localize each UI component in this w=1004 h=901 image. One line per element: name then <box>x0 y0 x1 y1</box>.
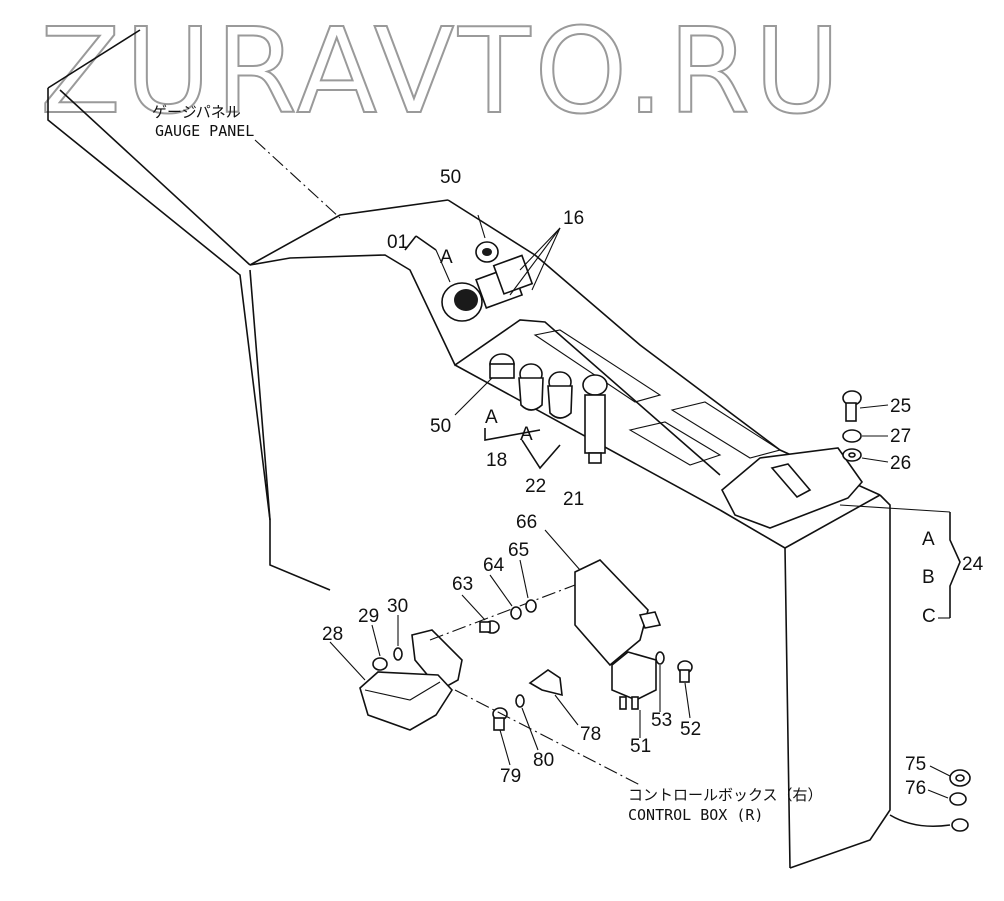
callout-30: 30 <box>387 596 408 617</box>
callout-labels: 01 A 50 16 50 A 18 A 22 21 25 27 26 A 24… <box>322 167 984 799</box>
callout-76: 76 <box>905 778 926 799</box>
ground-terminal <box>889 814 969 832</box>
callout-53: 53 <box>651 710 672 731</box>
callout-52: 52 <box>680 719 701 740</box>
cover-24 <box>720 447 961 619</box>
callout-51: 51 <box>630 736 651 757</box>
bracket-78 <box>528 669 579 726</box>
watermark-text: ZURAVTO.RU <box>40 2 844 140</box>
callout-16: 16 <box>563 208 584 229</box>
callout-A2: A <box>485 407 498 428</box>
callout-65: 65 <box>508 540 529 561</box>
gauge-panel-label-jp: ゲージパネル <box>152 103 241 121</box>
relay-66 <box>544 529 662 667</box>
callout-18: 18 <box>486 450 507 471</box>
relay-28 <box>329 641 454 731</box>
callout-50-upper: 50 <box>440 167 461 188</box>
callout-79: 79 <box>500 766 521 787</box>
callout-29: 29 <box>358 606 379 627</box>
callout-24C: C <box>922 606 936 627</box>
control-box-label-jp: コントロールボックス（右） <box>628 786 823 804</box>
callout-24: 24 <box>962 554 984 575</box>
washer-65 <box>519 559 537 613</box>
callout-64: 64 <box>483 555 505 576</box>
gauge-panel-leader <box>254 139 341 219</box>
washer-76 <box>927 789 967 806</box>
bracket-plate <box>411 584 576 692</box>
knob-21 <box>582 374 608 464</box>
callout-26: 26 <box>890 453 911 474</box>
cap-50-upper <box>475 214 499 263</box>
bolt-63 <box>461 594 500 634</box>
callout-27: 27 <box>890 426 911 447</box>
callout-25: 25 <box>890 396 911 417</box>
bolt-79 <box>492 707 511 766</box>
callout-28: 28 <box>322 624 343 645</box>
callout-50-lower: 50 <box>430 416 451 437</box>
washer-30 <box>393 615 403 661</box>
callout-66: 66 <box>516 512 537 533</box>
callout-A3: A <box>520 424 533 445</box>
key-switch-01 <box>404 235 483 322</box>
bolt-52 <box>677 660 693 719</box>
callout-24B: B <box>922 567 935 588</box>
bolt-25 <box>842 390 889 422</box>
bolt-29 <box>371 624 388 671</box>
knob-18 <box>484 363 544 441</box>
relay-51 <box>611 651 657 738</box>
callout-22: 22 <box>525 476 546 497</box>
washer-26 <box>842 448 889 463</box>
callout-24A: A <box>922 529 935 550</box>
callout-80: 80 <box>533 750 554 771</box>
callout-01: 01 <box>387 232 408 253</box>
callout-78: 78 <box>580 724 601 745</box>
callout-A1: A <box>440 247 453 268</box>
control-box-leader <box>454 689 641 786</box>
gauge-panel-label-en: GAUGE PANEL <box>155 122 254 140</box>
callout-63: 63 <box>452 574 473 595</box>
console-body <box>47 29 891 869</box>
knob-22 <box>521 371 573 470</box>
control-box-label-en: CONTROL BOX (R) <box>628 806 763 824</box>
nut-75 <box>929 765 971 787</box>
knob-50-lower <box>454 353 515 416</box>
washer-53 <box>655 651 665 712</box>
callout-75: 75 <box>905 754 926 775</box>
washer-64 <box>489 574 522 620</box>
switches-16 <box>475 227 561 309</box>
callout-21: 21 <box>563 489 584 510</box>
washer-27 <box>842 429 888 443</box>
